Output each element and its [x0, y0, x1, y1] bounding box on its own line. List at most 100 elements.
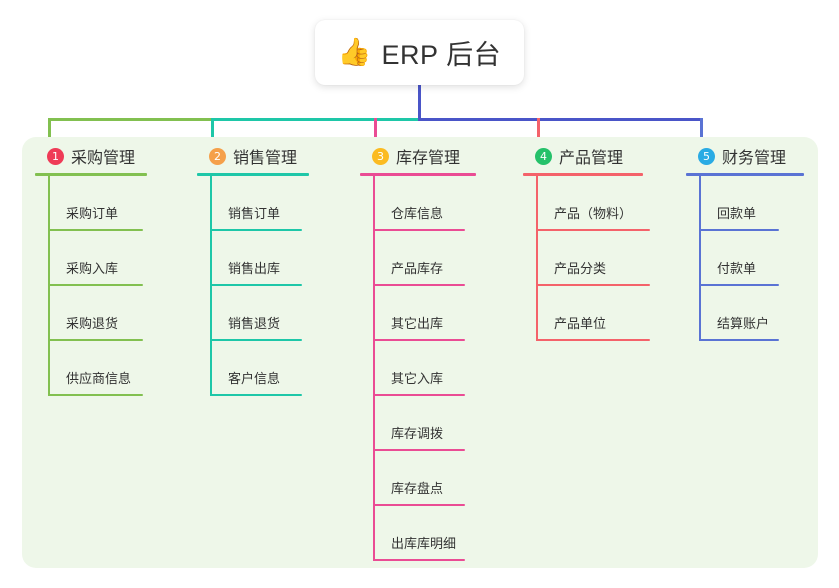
branch-column-5: 5 财务管理回款单付款单结算账户 — [686, 143, 804, 341]
branch-item-label: 采购订单 — [66, 206, 119, 221]
branch-item-label: 库存盘点 — [391, 481, 444, 496]
branch-item-rule — [48, 339, 143, 341]
branch-spine — [699, 176, 701, 341]
branch-item-rule — [699, 284, 779, 286]
branch-item-label: 出库库明细 — [391, 536, 457, 551]
branch-item[interactable]: 销售订单 — [197, 176, 309, 231]
branch-item-rule — [373, 394, 465, 396]
branch-item-label: 供应商信息 — [66, 371, 132, 386]
branch-item-rule — [210, 394, 302, 396]
branch-item-rule — [210, 339, 302, 341]
branch-item[interactable]: 产品分类 — [523, 231, 650, 286]
branch-item[interactable]: 付款单 — [686, 231, 804, 286]
branch-header-rule — [523, 173, 643, 176]
branch-item-list: 销售订单销售出库销售退货客户信息 — [197, 176, 309, 396]
branch-item-rule — [536, 339, 650, 341]
branch-item[interactable]: 其它出库 — [360, 286, 476, 341]
root-stem — [418, 85, 421, 121]
branch-item-label: 产品（物料） — [554, 206, 633, 221]
thumbs-up-icon: 👍 — [337, 37, 372, 68]
branch-drop-3 — [374, 118, 377, 150]
trunk-segment-teal — [212, 118, 418, 121]
branch-item[interactable]: 仓库信息 — [360, 176, 476, 231]
branch-header-4[interactable]: 4 产品管理 — [523, 143, 643, 169]
branch-header-rule — [686, 173, 804, 176]
branch-header-rule — [360, 173, 476, 176]
branch-drop-5 — [700, 118, 703, 150]
branch-item-label: 销售订单 — [228, 206, 281, 221]
branch-item-rule — [699, 229, 779, 231]
branch-item[interactable]: 产品（物料） — [523, 176, 650, 231]
trunk-segment-green — [48, 118, 212, 121]
branch-item-label: 仓库信息 — [391, 206, 444, 221]
branch-number-badge: 5 — [698, 147, 715, 165]
branch-item[interactable]: 采购入库 — [35, 231, 147, 286]
branch-item-rule — [699, 339, 779, 341]
branch-item-rule — [48, 284, 143, 286]
branch-item-label: 销售退货 — [228, 316, 281, 331]
branch-item-rule — [373, 284, 465, 286]
branch-item[interactable]: 供应商信息 — [35, 341, 147, 396]
branch-header-rule — [197, 173, 309, 176]
branch-item-label: 产品库存 — [391, 261, 444, 276]
branch-item-label: 销售出库 — [228, 261, 281, 276]
branch-spine — [210, 176, 212, 396]
branch-item-label: 其它入库 — [391, 371, 444, 386]
branch-item-rule — [373, 229, 465, 231]
branch-item-label: 结算账户 — [717, 316, 770, 331]
branch-item-rule — [536, 284, 650, 286]
branch-spine — [536, 176, 538, 341]
branch-item[interactable]: 销售退货 — [197, 286, 309, 341]
branch-number-badge: 1 — [47, 147, 64, 165]
branch-item[interactable]: 客户信息 — [197, 341, 309, 396]
branch-item[interactable]: 库存盘点 — [360, 451, 476, 506]
branches-panel — [22, 137, 818, 568]
branch-item[interactable]: 产品单位 — [523, 286, 650, 341]
branch-item-list: 产品（物料） 产品分类产品单位 — [523, 176, 650, 341]
branch-item[interactable]: 采购退货 — [35, 286, 147, 341]
branch-item[interactable]: 出库库明细 — [360, 506, 476, 561]
branch-title: 库存管理 — [396, 150, 461, 167]
branch-column-3: 3 库存管理仓库信息产品库存其它出库其它入库库存调拨库存盘点出库库明细 — [360, 143, 476, 561]
branch-title: 产品管理 — [559, 150, 624, 167]
branch-item[interactable]: 库存调拨 — [360, 396, 476, 451]
branch-item-rule — [210, 284, 302, 286]
trunk-segment-indigo — [418, 118, 703, 121]
branch-header-rule — [35, 173, 147, 176]
root-node-title: ERP 后台 — [381, 40, 502, 70]
branch-item-label: 产品分类 — [554, 261, 607, 276]
branch-item-label: 库存调拨 — [391, 426, 444, 441]
branch-item-rule — [210, 229, 302, 231]
branch-item-label: 其它出库 — [391, 316, 444, 331]
branch-item[interactable]: 采购订单 — [35, 176, 147, 231]
branch-column-4: 4 产品管理产品（物料） 产品分类产品单位 — [523, 143, 650, 341]
branch-number-badge: 4 — [535, 147, 552, 165]
branch-item[interactable]: 销售出库 — [197, 231, 309, 286]
branch-item[interactable]: 结算账户 — [686, 286, 804, 341]
branch-item-label: 产品单位 — [554, 316, 607, 331]
branch-title: 财务管理 — [722, 150, 787, 167]
root-node-erp-backend[interactable]: 👍 ERP 后台 — [315, 20, 524, 85]
branch-item-rule — [48, 394, 143, 396]
branch-item[interactable]: 回款单 — [686, 176, 804, 231]
branch-item-rule — [373, 504, 465, 506]
branch-item-label: 回款单 — [717, 206, 757, 221]
branch-item[interactable]: 其它入库 — [360, 341, 476, 396]
branch-drop-1 — [48, 118, 51, 150]
branch-title: 销售管理 — [233, 150, 298, 167]
branch-item-rule — [48, 229, 143, 231]
branch-item-rule — [373, 559, 465, 561]
branch-header-5[interactable]: 5 财务管理 — [686, 143, 804, 169]
branch-drop-2 — [211, 118, 214, 150]
branch-spine — [48, 176, 50, 396]
branch-number-badge: 3 — [372, 147, 389, 165]
branch-item-rule — [373, 449, 465, 451]
branch-item-list: 仓库信息产品库存其它出库其它入库库存调拨库存盘点出库库明细 — [360, 176, 476, 561]
branch-header-3[interactable]: 3 库存管理 — [360, 143, 476, 169]
branch-item[interactable]: 产品库存 — [360, 231, 476, 286]
